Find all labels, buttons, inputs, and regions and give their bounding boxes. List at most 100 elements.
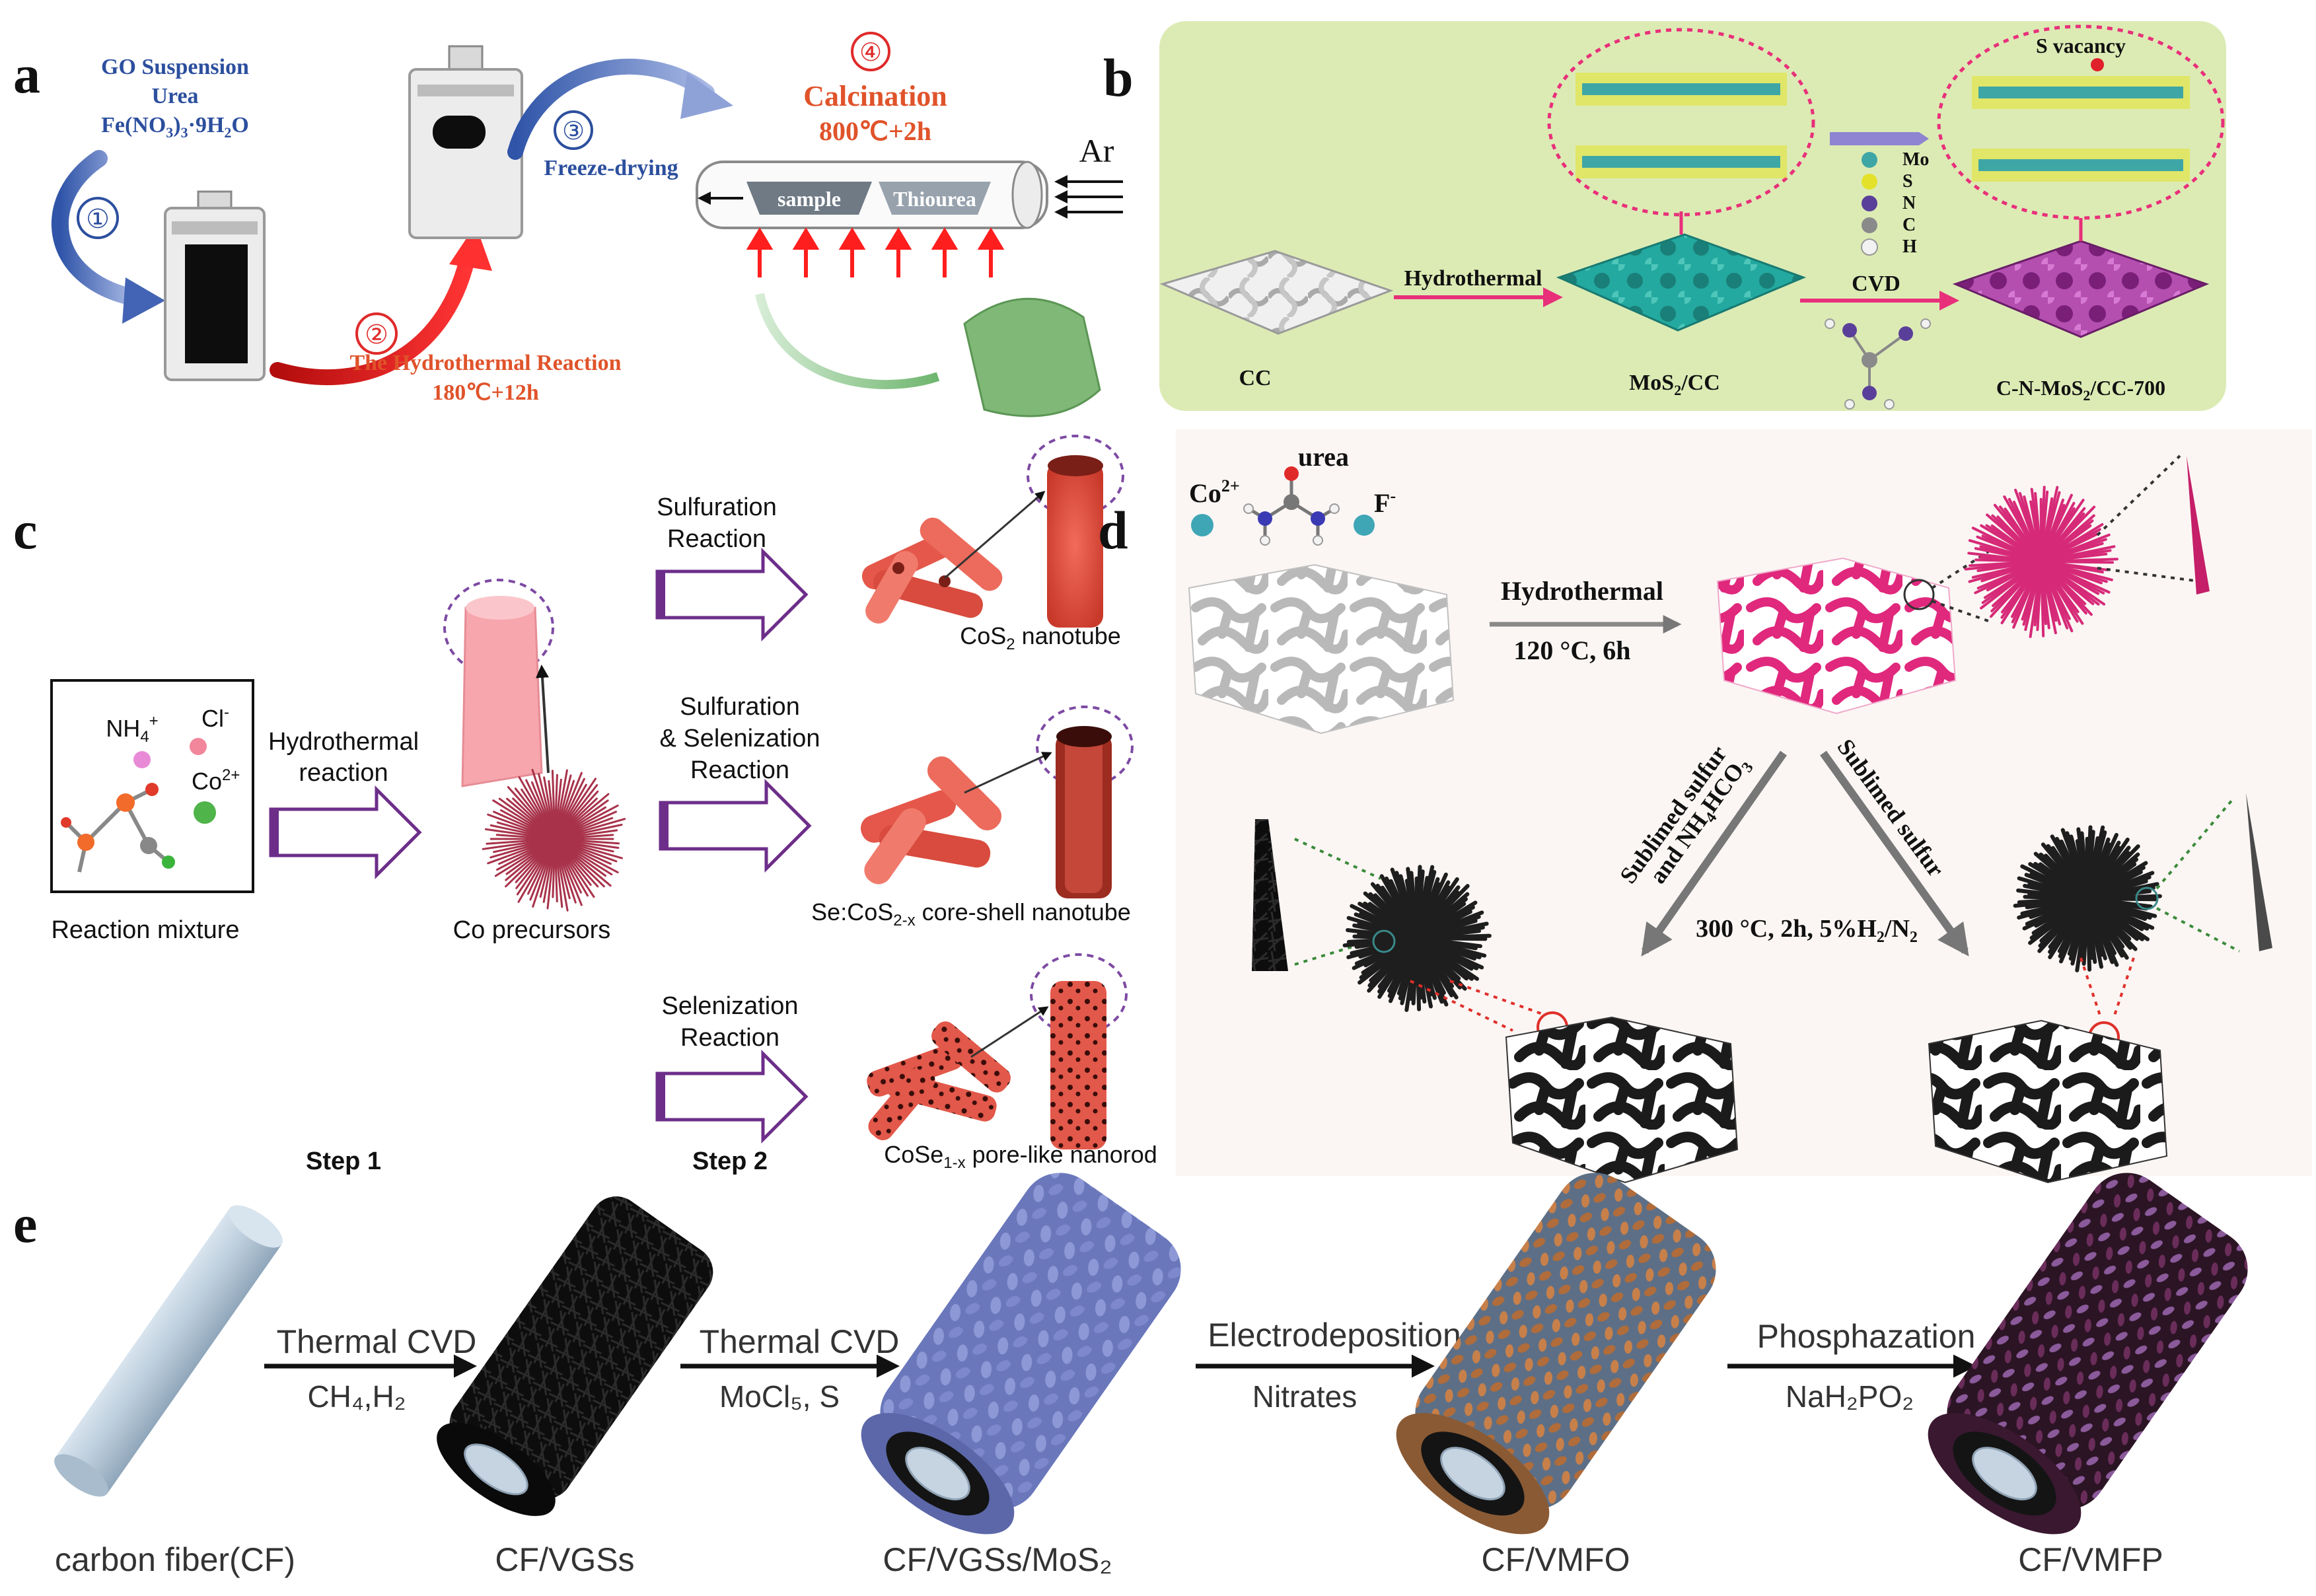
step4-number: ④ — [859, 39, 882, 67]
cos2-nanotube-label: CoS2 nanotube — [960, 622, 1121, 653]
zoom-dotted-line — [2155, 798, 2234, 890]
hollow-arrow — [269, 785, 422, 880]
step1-badge — [77, 197, 119, 239]
black-needle-bundle — [1252, 819, 1288, 971]
tube-furnace: sample Thiourea — [696, 161, 1123, 229]
zoom-circle — [1036, 706, 1134, 787]
f-ion — [1354, 515, 1375, 536]
legend-h: H — [1902, 236, 1917, 257]
aerogel-product — [963, 297, 1101, 417]
step1-label: Step 1 — [306, 1147, 381, 1175]
step3-top: Electrodeposition — [1208, 1317, 1461, 1354]
zoom-dotted-line — [1932, 600, 1989, 622]
step2-badge — [355, 312, 398, 355]
cf-vgs-mos2-label: CF/VGSs/MoS₂ — [883, 1541, 1112, 1578]
step3-label: Freeze-drying — [544, 156, 678, 180]
step4-bottom: NaH₂PO₂ — [1786, 1379, 1914, 1414]
panel-b-letter: b — [1103, 48, 1134, 108]
s-vacancy-label: S vacancy — [2036, 34, 2126, 57]
legend-n: N — [1902, 193, 1916, 213]
mos2-cc-label: MoS2/CC — [1629, 371, 1720, 398]
black-needle — [2246, 793, 2272, 951]
step4-label: Calcination — [803, 80, 947, 112]
step1-top: Thermal CVD — [277, 1323, 477, 1360]
urchin-core — [2022, 542, 2060, 581]
step1-curved-arrow — [52, 150, 141, 306]
zoom-circle — [1030, 953, 1128, 1035]
cc-label: CC — [1239, 366, 1271, 390]
panel-b: b CC Hydrothermal MoS2/CC Mo S N — [1103, 21, 2226, 411]
route2-line1: Sulfuration — [680, 693, 800, 721]
cvd-label: CVD — [1852, 272, 1900, 296]
route3-line2: Reaction — [680, 1024, 779, 1052]
zoom-pointer — [536, 665, 550, 774]
heat-arrows — [746, 227, 1005, 277]
legend-s: S — [1902, 171, 1913, 192]
co-label: Co2+ — [192, 766, 240, 795]
panel-e: e carbon fiber(CF) Thermal CVD CH₄,H₂ CF… — [13, 1173, 2248, 1578]
panel-b-background — [1159, 21, 2226, 411]
cf-vgs-label: CF/VGSs — [495, 1541, 634, 1578]
hydrothermal-label: Hydrothermal — [1501, 576, 1663, 606]
se-cos2-nanotube-bundle — [860, 756, 1002, 885]
cose-single-rod — [1050, 981, 1106, 1149]
co-ion — [194, 801, 216, 824]
step3-arrowhead — [680, 73, 733, 119]
cf-vmfo-label: CF/VMFO — [1482, 1541, 1630, 1578]
carbon-foam-gray — [1188, 563, 1455, 735]
urea-molecule — [61, 783, 175, 873]
panel-d-letter: d — [1098, 500, 1128, 560]
step2-conditions: 180℃+12h — [432, 381, 539, 405]
cl-label: Cl- — [201, 704, 229, 732]
mos2-layer-structure — [1575, 73, 1787, 178]
autoclave-icon — [164, 190, 266, 381]
zoom-dotted-line — [2080, 957, 2102, 1018]
cf-label: carbon fiber(CF) — [55, 1541, 295, 1578]
zoom-circle — [1903, 579, 1935, 610]
zoom-dotted-line — [2156, 907, 2240, 953]
cf-vgs — [437, 1196, 713, 1516]
vacancy-zoom-ellipse — [1937, 24, 2225, 220]
zoom-pointer — [970, 1006, 1049, 1058]
step4-conditions: 800℃+2h — [819, 116, 931, 146]
autoclave-icon — [408, 45, 523, 239]
hydrothermal-conditions: 120 °C, 6h — [1513, 635, 1630, 665]
panel-d: d Co2+ urea F- Hydrothermal 120 °C, 6h — [1098, 429, 2312, 1184]
step2-label: The Hydrothermal Reaction — [349, 351, 621, 375]
step1-arrowhead — [122, 277, 165, 324]
nh4-ion — [133, 751, 151, 768]
cf-vmfo — [1396, 1173, 1716, 1535]
cn-mos2-cc — [1952, 240, 2210, 338]
panel-c-letter: c — [13, 500, 37, 560]
cl-ion — [190, 738, 207, 755]
urchin-core — [2069, 880, 2106, 917]
step3-badge — [554, 110, 593, 150]
zoom-pointer — [964, 752, 1052, 794]
black-urchin-left — [1342, 865, 1492, 1012]
left-route-arrow — [1641, 750, 1787, 957]
f-ion-label: F- — [1374, 486, 1396, 518]
defective-layer-structure — [1972, 58, 2190, 182]
co-ion — [1191, 514, 1213, 536]
atom-legend: Mo S N C H — [1830, 132, 1929, 257]
step2-curved-arrow — [270, 243, 477, 386]
reaction-mixture-label: Reaction mixture — [51, 916, 239, 944]
hollow-arrow — [655, 547, 809, 642]
nh4-label: NH4+ — [106, 712, 158, 746]
step2-label: Step 2 — [692, 1147, 768, 1175]
zoom-dotted-line — [2097, 567, 2200, 583]
carbon-fiber — [54, 1205, 283, 1497]
step2-number: ② — [365, 320, 388, 349]
zoom-dotted-line — [2096, 454, 2181, 536]
hollow-arrow — [659, 778, 812, 873]
gas-ar-label: Ar — [1079, 132, 1114, 169]
rod-top — [466, 596, 534, 620]
legend-c: C — [1902, 215, 1916, 235]
tube-opening — [1048, 455, 1103, 476]
urchin-core — [1398, 920, 1435, 957]
reaction-label: reaction — [299, 759, 388, 787]
cose-nanorod-bundle — [867, 1021, 1011, 1141]
co-precursor-urchin — [482, 768, 626, 912]
carbon-cloth — [1159, 250, 1394, 335]
step3-bottom: Nitrates — [1252, 1379, 1357, 1414]
